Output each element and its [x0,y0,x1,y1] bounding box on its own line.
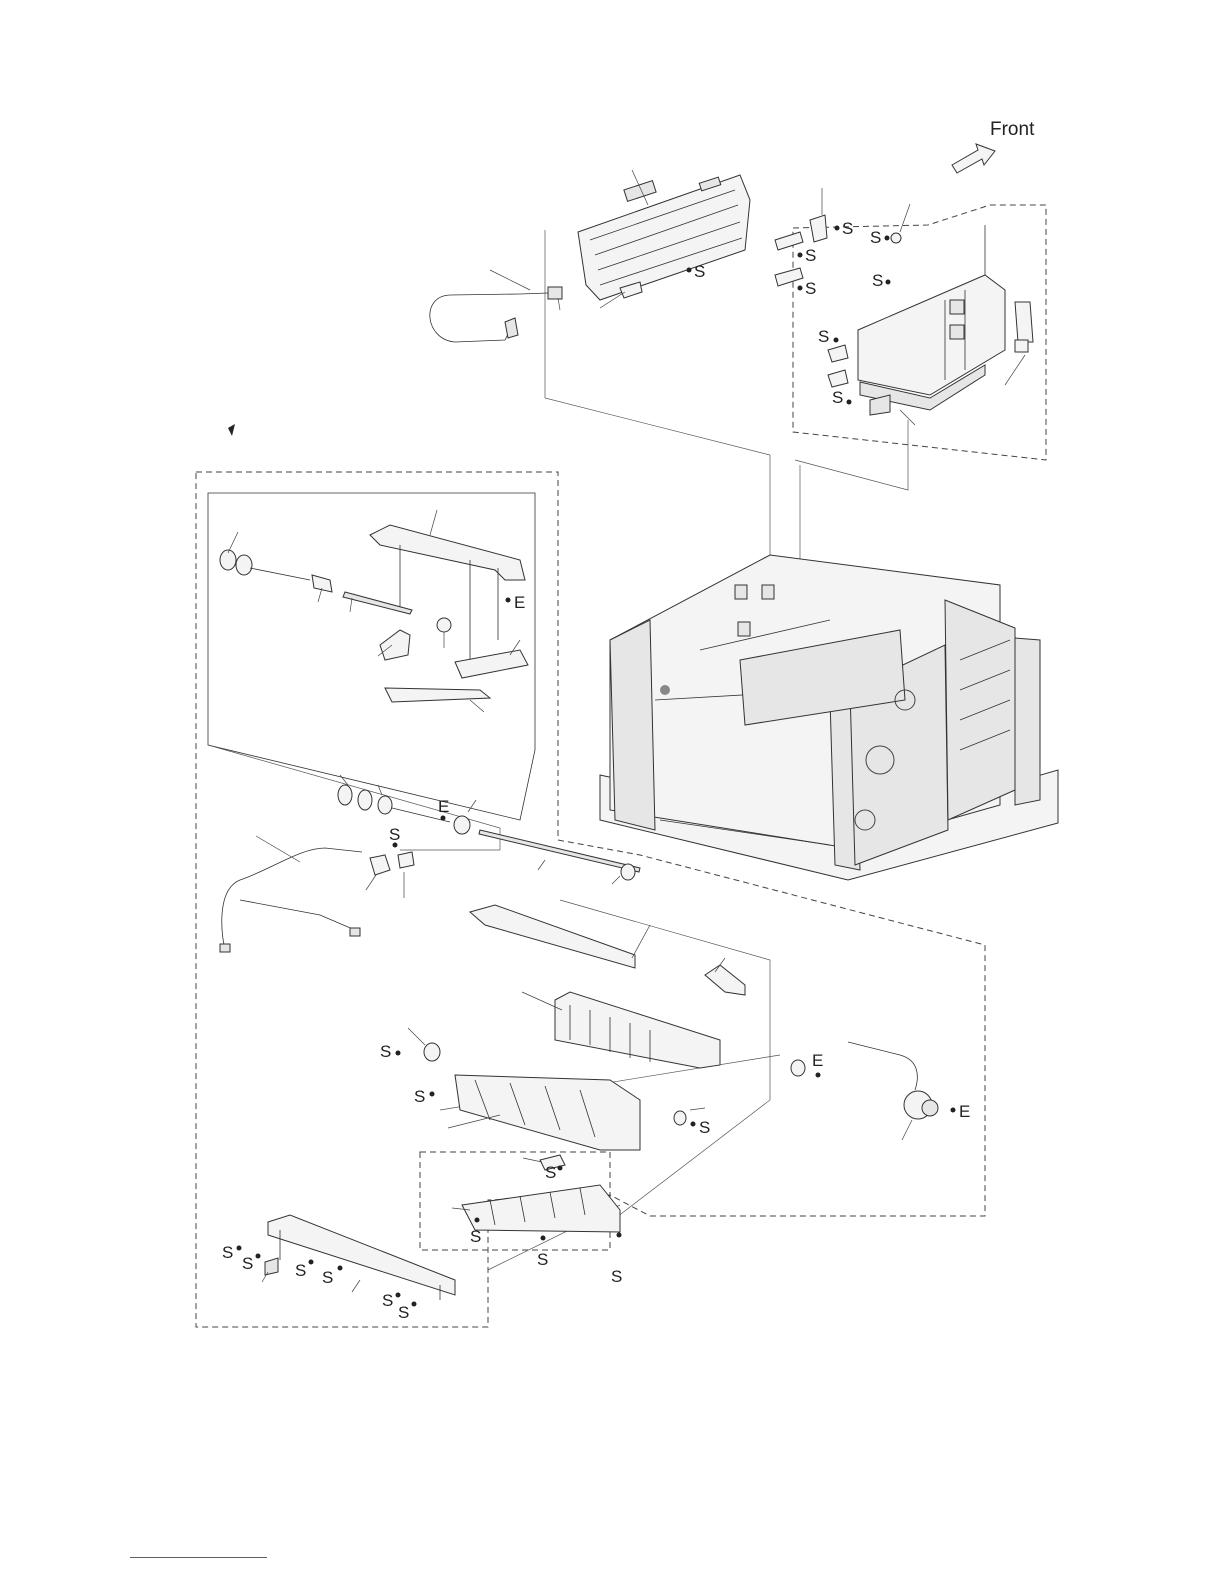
e-ring-label: E [951,1102,971,1121]
svg-text:E: E [959,1102,970,1121]
leader-lines-feed [228,510,520,712]
screw-label: S [798,279,817,298]
screw-label: S [798,246,817,265]
svg-text:S: S [694,262,705,281]
screw-label: S [818,327,839,346]
svg-text:S: S [322,1268,333,1287]
svg-text:S: S [382,1291,393,1310]
svg-text:E: E [438,797,449,816]
svg-text:S: S [295,1261,306,1280]
svg-text:S: S [398,1303,409,1322]
e-ring-label: E [438,797,449,821]
screw-label: S [295,1260,314,1281]
svg-text:S: S [389,825,400,844]
svg-text:S: S [222,1243,233,1262]
guide-plates [265,905,745,1300]
svg-text:S: S [832,388,843,407]
svg-text:S: S [470,1227,481,1246]
screw-label: S [835,219,854,238]
screw-label: S [832,388,852,407]
screw-label: S [322,1266,343,1288]
screw-label: S [389,825,400,848]
svg-text:S: S [872,271,883,290]
svg-text:S: S [805,279,816,298]
svg-text:S: S [545,1163,556,1182]
screw-label: S [545,1163,563,1182]
feed-unit-parts [220,525,528,702]
screw-label: S [691,1118,711,1137]
main-frame [600,555,1058,880]
svg-text:S: S [842,219,853,238]
svg-text:S: S [242,1254,253,1273]
svg-text:S: S [870,228,881,247]
svg-text:S: S [537,1250,548,1269]
harness-middle [220,848,414,952]
svg-text:S: S [414,1087,425,1106]
triangle-marker-icon [228,424,235,436]
screw-label: S [872,271,891,290]
svg-text:S: S [818,327,829,346]
top-side-panel [578,175,750,300]
svg-text:S: S [699,1118,710,1137]
screw-label: S [222,1243,242,1262]
screw-label: S [611,1233,622,1287]
svg-text:E: E [812,1051,823,1070]
harness-top [430,287,562,342]
screw-label: S [537,1236,548,1270]
screw-label: S [242,1254,261,1274]
right-subassembly [828,225,1033,415]
screw-label: S [870,228,890,247]
svg-text:S: S [805,246,816,265]
svg-text:S: S [380,1042,391,1061]
screw-label: S [380,1042,401,1061]
e-ring-label: E [506,593,526,612]
screw-label: S [414,1087,435,1106]
footer-link-underline[interactable] [130,1557,267,1558]
svg-text:E: E [514,593,525,612]
screw-label: S [398,1302,417,1323]
front-arrow-icon [952,144,995,173]
svg-text:S: S [611,1267,622,1286]
e-ring-label: E [812,1051,823,1078]
